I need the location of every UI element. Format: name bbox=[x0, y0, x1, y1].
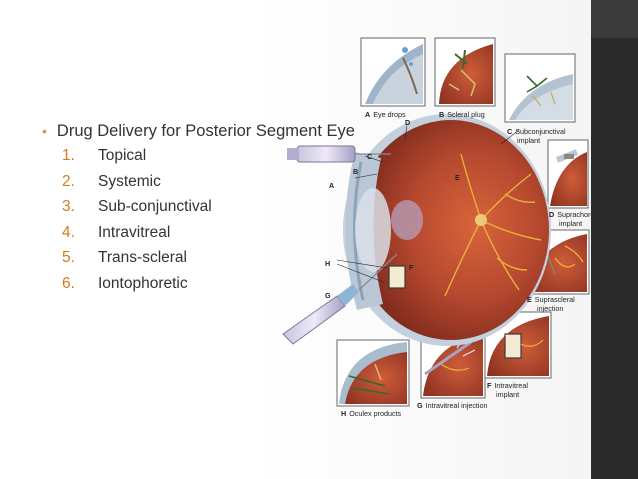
list-item-label: Systemic bbox=[98, 172, 161, 190]
bullet-dot-icon: • bbox=[42, 123, 47, 139]
inset-scleral-plug bbox=[434, 37, 496, 107]
main-label-f: F bbox=[409, 263, 414, 272]
list-item: 1. Topical bbox=[62, 147, 212, 173]
inset-intravitreal-implant bbox=[484, 311, 552, 379]
list-item-label: Intravitreal bbox=[98, 223, 171, 241]
caption-e-line2: injection bbox=[537, 304, 563, 313]
inset-oculex-products bbox=[336, 339, 410, 407]
main-label-c: C bbox=[367, 152, 372, 161]
main-label-d: D bbox=[405, 118, 410, 127]
slide-heading-text: Drug Delivery for Posterior Segment Eye bbox=[56, 122, 355, 140]
caption-d-line2: implant bbox=[559, 219, 582, 228]
list-item-label: Iontophoretic bbox=[98, 274, 188, 292]
syringe-lower bbox=[282, 253, 398, 345]
main-eye-cross-section bbox=[343, 114, 551, 346]
list-item: 4. Intravitreal bbox=[62, 224, 212, 250]
list-item: 6. Iontophoretic bbox=[62, 275, 212, 301]
caption-c-line2: implant bbox=[517, 136, 540, 145]
main-label-h: H bbox=[325, 259, 330, 268]
list-item: 5. Trans-scleral bbox=[62, 249, 212, 275]
list-item: 2. Systemic bbox=[62, 173, 212, 199]
list-item: 3. Sub-conjunctival bbox=[62, 198, 212, 224]
list-item-label: Trans-scleral bbox=[98, 249, 187, 266]
main-label-a: A bbox=[329, 181, 334, 190]
list-item-number: 4. bbox=[62, 223, 75, 241]
inset-suprachoroidal-implant bbox=[547, 139, 589, 209]
delivery-route-list: 1.Topical 2.Systemic 3.Sub-conjunctival … bbox=[62, 147, 212, 300]
list-item-number: 1. bbox=[62, 147, 75, 164]
list-item-label: Topical bbox=[98, 147, 147, 164]
list-item-number: 3. bbox=[62, 198, 75, 215]
list-item-number: 2. bbox=[62, 172, 75, 190]
inset-subconjunctival-implant bbox=[504, 53, 576, 123]
pointer-lines bbox=[336, 125, 520, 283]
inset-eye-drops bbox=[360, 37, 426, 107]
list-item-number: 6. bbox=[62, 274, 75, 292]
main-label-b: B bbox=[353, 167, 358, 176]
slide-side-band bbox=[591, 0, 638, 479]
slide-side-band-top bbox=[591, 0, 638, 38]
list-item-number: 5. bbox=[62, 249, 75, 266]
list-item-label: Sub-conjunctival bbox=[98, 198, 212, 215]
caption-d: DSuprachoroidal bbox=[549, 210, 591, 219]
syringe-upper bbox=[287, 145, 391, 163]
slide-heading: • Drug Delivery for Posterior Segment Eye bbox=[42, 122, 355, 141]
main-label-e: E bbox=[455, 173, 460, 182]
caption-f-line2: implant bbox=[496, 390, 519, 399]
main-label-g: G bbox=[325, 291, 331, 300]
